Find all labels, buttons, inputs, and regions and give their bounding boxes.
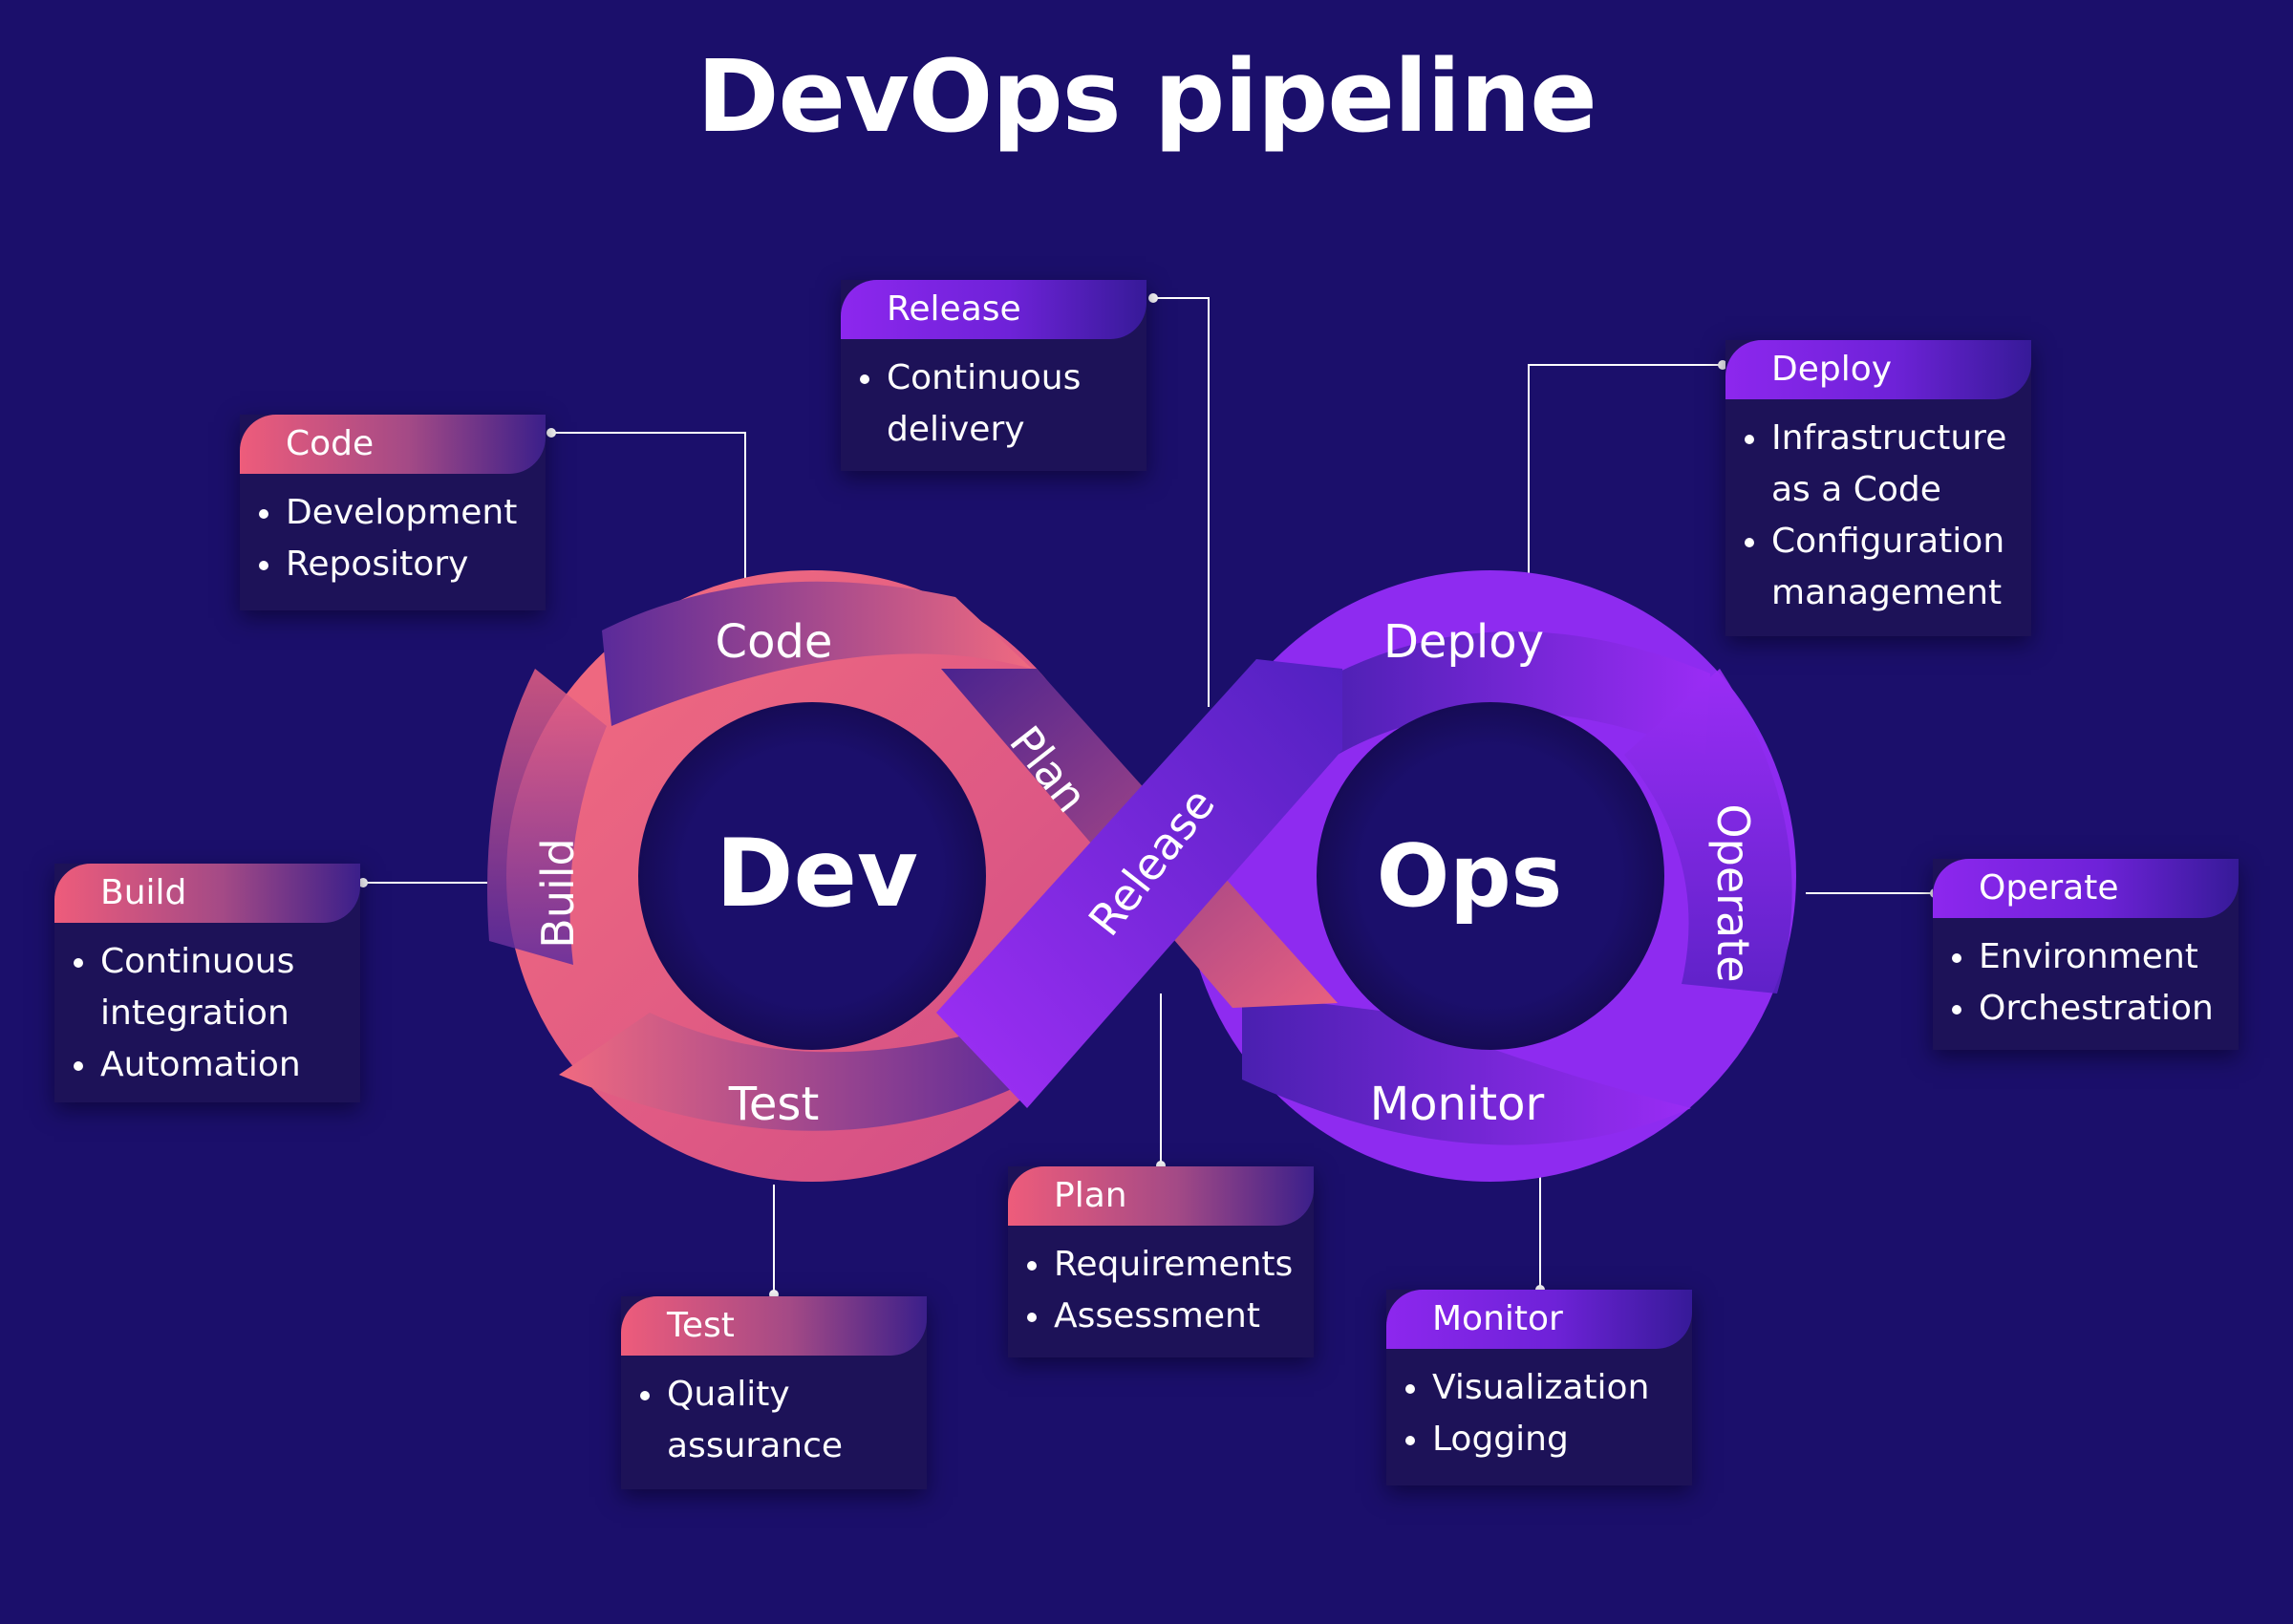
monitor-card-item: Visualization	[1405, 1362, 1673, 1414]
release-card-item: delivery	[887, 410, 1025, 449]
ops-loop	[1185, 570, 1796, 1182]
release-card-list: Continuous delivery	[841, 339, 1146, 473]
test-segment	[559, 1013, 1032, 1131]
test-card-title: Test	[621, 1296, 927, 1356]
code-segment	[602, 581, 1032, 726]
release-card: Release Continuous delivery	[841, 280, 1146, 471]
monitor-card: Monitor Visualization Logging	[1386, 1290, 1692, 1485]
operate-segment	[1624, 669, 1792, 994]
deploy-card-item: as a Code	[1771, 470, 1941, 509]
build-card-title: Build	[54, 864, 360, 923]
ops-hole	[1317, 702, 1664, 1050]
build-card-item: integration	[100, 994, 289, 1033]
monitor-card-item: Logging	[1405, 1414, 1673, 1465]
operate-card: Operate Environment Orchestration	[1933, 859, 2239, 1050]
deploy-card: Deploy Infrastructure as a Code Configur…	[1725, 340, 2031, 636]
monitor-segment	[1242, 994, 1691, 1145]
build-card-item: Continuous	[74, 936, 341, 988]
deploy-card-item: Configuration	[1745, 516, 2012, 567]
dev-hub-label: Dev	[716, 820, 918, 929]
deploy-card-item: Infrastructure	[1745, 413, 2012, 464]
code-card-list: Development Repository	[240, 474, 546, 608]
connector-lines	[363, 297, 1935, 1294]
release-ribbon	[936, 659, 1342, 1108]
loop-label-deploy: Deploy	[1383, 615, 1544, 669]
dev-loop	[487, 570, 1118, 1182]
deploy-card-item: management	[1771, 573, 2003, 612]
operate-card-list: Environment Orchestration	[1933, 918, 2239, 1052]
build-card: Build Continuous integration Automation	[54, 864, 360, 1102]
release-card-title: Release	[841, 280, 1146, 339]
monitor-card-list: Visualization Logging	[1386, 1349, 1692, 1483]
operate-card-item: Orchestration	[1952, 983, 2219, 1035]
operate-card-item: Environment	[1952, 931, 2219, 983]
loop-label-operate: Operate	[1707, 803, 1759, 982]
loop-label-build: Build	[532, 838, 584, 948]
ops-hub-label: Ops	[1377, 826, 1563, 927]
build-card-item: Automation	[74, 1039, 341, 1091]
plan-card-item: Requirements	[1027, 1239, 1295, 1291]
loop-label-monitor: Monitor	[1370, 1078, 1545, 1131]
test-card-item: assurance	[667, 1426, 844, 1465]
plan-card-title: Plan	[1008, 1166, 1314, 1226]
deploy-card-list: Infrastructure as a Code Configuration m…	[1725, 399, 2031, 636]
loop-label-test: Test	[728, 1078, 820, 1131]
test-card-item: Quality	[640, 1369, 908, 1421]
monitor-card-title: Monitor	[1386, 1290, 1692, 1349]
page-title: DevOps pipeline	[696, 38, 1597, 155]
operate-card-title: Operate	[1933, 859, 2239, 918]
code-card-title: Code	[240, 415, 546, 474]
loop-label-code: Code	[716, 615, 833, 669]
code-card-item: Development	[259, 487, 526, 539]
deploy-card-title: Deploy	[1725, 340, 2031, 399]
plan-card-item: Assessment	[1027, 1291, 1295, 1342]
plan-card-list: Requirements Assessment	[1008, 1226, 1314, 1359]
test-card: Test Quality assurance	[621, 1296, 927, 1489]
release-card-item: Continuous	[860, 353, 1127, 404]
code-card: Code Development Repository	[240, 415, 546, 610]
code-card-item: Repository	[259, 539, 526, 590]
build-segment	[487, 669, 607, 965]
test-card-list: Quality assurance	[621, 1356, 927, 1489]
dev-hole	[638, 702, 986, 1050]
plan-card: Plan Requirements Assessment	[1008, 1166, 1314, 1357]
build-card-list: Continuous integration Automation	[54, 923, 360, 1108]
